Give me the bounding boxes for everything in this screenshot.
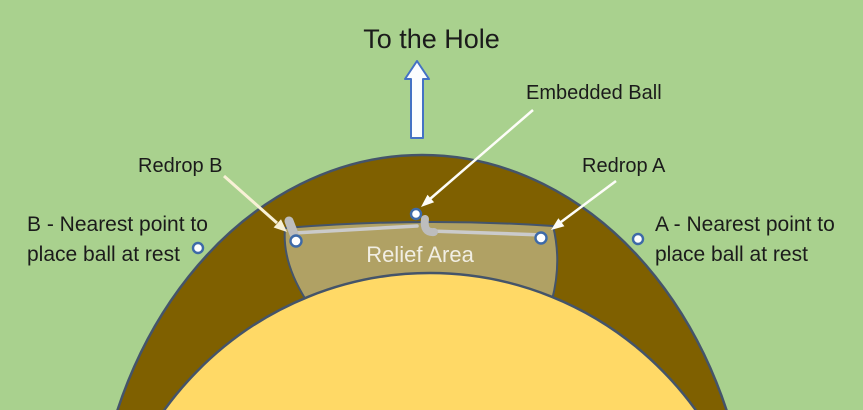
label-nearest-point-b: B - Nearest point to place ball at rest: [27, 210, 208, 270]
arrowhead-redrop-b: [273, 219, 287, 232]
club-shaft-b: [292, 224, 419, 235]
label-redrop-a: Redrop A: [582, 155, 666, 177]
to-hole-arrow-icon: [404, 60, 430, 139]
nearest-point-a-ball-marker: [631, 232, 645, 246]
label-nearest-point-b-line1: B - Nearest point to: [27, 213, 208, 236]
club-head-b: [284, 216, 299, 239]
label-nearest-point-b-line2: place ball at rest: [27, 243, 180, 266]
label-embedded-ball: Embedded Ball: [526, 82, 662, 104]
club-head-a: [420, 215, 438, 237]
arrowhead-redrop-a: [551, 218, 565, 230]
leader-line-embedded-ball: [429, 109, 534, 200]
label-nearest-point-a: A - Nearest point to place ball at rest: [655, 210, 835, 270]
putting-surface-shape: [162, 271, 698, 410]
arrowhead-embedded-ball: [421, 194, 435, 207]
label-redrop-b: Redrop B: [138, 155, 223, 177]
embedded-ball-marker: [409, 207, 423, 221]
leader-line-redrop-a: [560, 179, 617, 224]
leader-line-redrop-b: [223, 174, 278, 225]
nearest-point-b-ball-marker: [191, 241, 205, 255]
label-nearest-point-a-line1: A - Nearest point to: [655, 213, 835, 236]
label-relief-area: Relief Area: [366, 242, 474, 267]
club-shaft-a: [428, 229, 545, 237]
title-to-the-hole: To the Hole: [363, 24, 500, 54]
redrop-a-ball-marker: [534, 231, 548, 245]
redrop-b-ball-marker: [289, 234, 303, 248]
label-nearest-point-a-line2: place ball at rest: [655, 243, 808, 266]
